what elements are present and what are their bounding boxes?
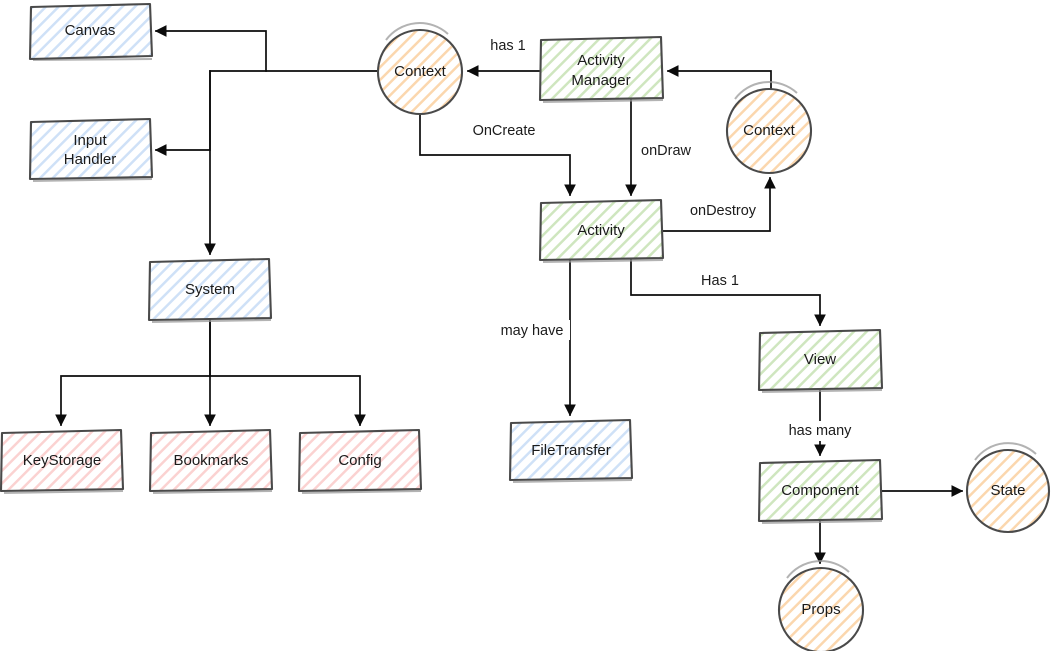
edge-context-to-input-handler <box>154 70 267 156</box>
node-props[interactable]: Props <box>777 560 865 651</box>
context-right-sketch <box>734 81 798 100</box>
component-shadow <box>761 520 883 524</box>
canvas-shadow <box>32 58 153 61</box>
edge-context-right-to-activity-manager <box>666 65 772 90</box>
node-config[interactable]: Config <box>297 428 423 494</box>
node-context-right[interactable]: Context <box>725 81 813 175</box>
edge-label-has-many: has many <box>780 421 860 441</box>
input-handler-shadow <box>32 178 153 182</box>
edge-label-may-have: may have <box>494 320 570 340</box>
view-shape <box>757 328 884 392</box>
canvas-shape <box>28 2 154 61</box>
node-context-left[interactable]: Context <box>376 22 464 116</box>
edge-label-oncreate: OnCreate <box>456 120 552 140</box>
bookmarks-shadow <box>152 490 273 494</box>
edge-system-to-config <box>209 375 366 427</box>
context-right-shape <box>725 87 813 175</box>
props-shape <box>777 566 865 651</box>
node-canvas[interactable]: Canvas <box>28 2 154 61</box>
node-component[interactable]: Component <box>757 458 884 524</box>
system-shadow <box>151 319 272 323</box>
view-shadow <box>761 389 883 393</box>
node-input-handler[interactable]: Input Handler <box>28 117 154 182</box>
state-shape <box>965 448 1051 534</box>
edge-label-has1-right: Has 1 <box>693 270 747 290</box>
context-left-sketch <box>385 22 449 41</box>
activity-manager-shape <box>538 35 665 102</box>
state-sketch <box>974 442 1037 461</box>
config-shape <box>297 428 423 493</box>
edge-activity-to-context-right <box>661 176 776 232</box>
context-left-shape <box>376 28 464 116</box>
keystorage-shape <box>0 428 125 493</box>
input-handler-shape <box>28 117 154 181</box>
node-view[interactable]: View <box>757 328 884 393</box>
edge-label-ondraw: onDraw <box>633 140 703 160</box>
system-shape <box>147 257 273 322</box>
bookmarks-shape <box>148 428 274 493</box>
component-shape <box>757 458 884 523</box>
filetransfer-shadow <box>512 479 633 483</box>
node-bookmarks[interactable]: Bookmarks <box>148 428 274 494</box>
edge-label-ondestroy: onDestroy <box>679 200 769 220</box>
config-shadow <box>301 490 422 494</box>
node-filetransfer[interactable]: FileTransfer <box>508 418 634 483</box>
activity-manager-shadow <box>542 99 664 103</box>
props-sketch <box>786 560 850 579</box>
filetransfer-shape <box>508 418 634 482</box>
node-activity-manager[interactable]: Activity Manager <box>538 35 665 103</box>
node-state[interactable]: State <box>965 442 1051 534</box>
activity-shape <box>538 198 665 262</box>
keystorage-shadow <box>3 490 124 494</box>
node-keystorage[interactable]: KeyStorage <box>0 428 125 494</box>
edge-label-has1-top: has 1 <box>480 35 536 55</box>
node-system[interactable]: System <box>147 257 273 323</box>
activity-shadow <box>542 259 664 263</box>
edge-activity-to-view <box>630 259 826 327</box>
edge-system-to-keystorage <box>55 319 211 427</box>
node-activity[interactable]: Activity <box>538 198 665 263</box>
edge-context-to-canvas <box>154 25 379 72</box>
edge-context-to-activity <box>419 113 576 197</box>
